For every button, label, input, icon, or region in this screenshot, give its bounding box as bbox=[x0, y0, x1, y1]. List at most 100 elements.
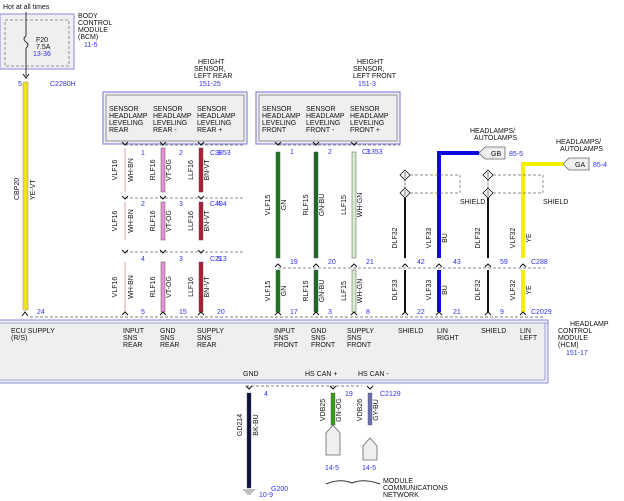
pin-number: 4 bbox=[141, 256, 145, 263]
wire-color-code: VT-OG bbox=[166, 276, 173, 298]
wire-color-code: GN-BU bbox=[319, 194, 326, 217]
wire-color-code: BU bbox=[442, 285, 449, 295]
wire-circuit: DLF32 bbox=[392, 227, 399, 248]
connector-id: C494 bbox=[210, 201, 227, 208]
wire-color-code: VT-OG bbox=[166, 159, 173, 181]
pin-number: 19 bbox=[345, 391, 353, 398]
sensor-title-1: HEIGHT bbox=[357, 59, 384, 66]
wire-circuit: RLF15 bbox=[303, 280, 310, 301]
sensor-pin-label: HEADLAMP bbox=[109, 113, 148, 120]
connector-label: GA bbox=[575, 162, 585, 169]
pin-number: 1 bbox=[290, 149, 294, 156]
wire-color-code: GN-OG bbox=[336, 398, 343, 422]
terminal-arrow-icon bbox=[197, 141, 205, 146]
terminal-arrow-icon bbox=[121, 195, 129, 200]
wire-color-code: BN-VT bbox=[204, 210, 211, 232]
pin-number: 17 bbox=[290, 309, 298, 316]
sensor-pin-label: LEVELING bbox=[197, 120, 231, 127]
terminal-arrow-icon bbox=[274, 311, 282, 316]
terminal-arrow-icon bbox=[274, 263, 282, 268]
sensor-pin-label: SENSOR bbox=[306, 106, 336, 113]
network-label: NETWORK bbox=[383, 492, 419, 499]
terminal-arrow-icon bbox=[519, 263, 527, 268]
hcm-pin-label: SNS bbox=[160, 335, 175, 342]
wire-circuit: VLF15 bbox=[265, 195, 272, 216]
wire-color-code: GN bbox=[281, 286, 288, 297]
wire-segment bbox=[124, 148, 126, 192]
wire-circuit: VLF32 bbox=[510, 280, 517, 301]
wire-circuit: VLF16 bbox=[112, 277, 119, 298]
terminal-arrow-icon bbox=[22, 73, 30, 79]
connector-id: C2029 bbox=[531, 309, 552, 316]
hcm-title-1: HEADLAMP bbox=[570, 321, 609, 328]
wire-circuit: LLF15 bbox=[341, 195, 348, 215]
pin-number: 4 bbox=[264, 391, 268, 398]
hcm-pin-label: INPUT bbox=[274, 328, 296, 335]
sensor-title-1: HEIGHT bbox=[198, 59, 225, 66]
wire-color-code: VT-OG bbox=[166, 210, 173, 232]
pin-number: 59 bbox=[500, 259, 508, 266]
wire-color-code: YE bbox=[526, 285, 533, 295]
terminal-arrow-icon bbox=[350, 311, 358, 316]
ground-wire bbox=[246, 392, 252, 489]
lin-wire bbox=[437, 151, 479, 258]
wire-segment bbox=[198, 261, 204, 313]
wire-circuit: LLF16 bbox=[188, 211, 195, 231]
lin-wire bbox=[437, 270, 441, 312]
pin-number: 42 bbox=[417, 259, 425, 266]
bcm-pin: 5 bbox=[18, 81, 22, 88]
sensor-pin-label: HEADLAMP bbox=[153, 113, 192, 120]
terminal-arrow-icon bbox=[312, 141, 320, 146]
pin-number: 15 bbox=[179, 309, 187, 316]
connector-id: C2129 bbox=[380, 391, 401, 398]
wire-circuit: RLF16 bbox=[150, 210, 157, 231]
wire-circuit: RLF16 bbox=[150, 276, 157, 297]
wire-color-code: WH-GN bbox=[357, 279, 364, 304]
hcm-pin-label: HS CAN - bbox=[358, 371, 389, 378]
fuse-ref: 13-36 bbox=[33, 51, 51, 58]
wire-circuit: RLF15 bbox=[303, 194, 310, 215]
hcm-pin-label: INPUT bbox=[123, 328, 145, 335]
terminal-arrow-icon bbox=[121, 249, 129, 254]
can-minus-wire bbox=[367, 392, 373, 426]
brace-icon bbox=[325, 480, 381, 485]
hcm-pin-label: (R/S) bbox=[11, 335, 27, 342]
hcm-pin-label: FRONT bbox=[274, 342, 299, 349]
network-connector-icon bbox=[325, 424, 341, 456]
hcm-pin-label: HS CAN + bbox=[305, 371, 337, 378]
hcm-pin: 24 bbox=[37, 309, 45, 316]
bcm-connector: C2280H bbox=[50, 81, 76, 88]
wire-circuit: LLF16 bbox=[188, 277, 195, 297]
terminal-arrow-icon bbox=[312, 263, 320, 268]
pin-number: 8 bbox=[366, 309, 370, 316]
wire-color-code: WH-BN bbox=[128, 209, 135, 233]
pin-number: 3 bbox=[366, 149, 370, 156]
connector-ref: 85-4 bbox=[593, 162, 607, 169]
wire-circuit: LLF16 bbox=[188, 160, 195, 180]
network-ref: 14-5 bbox=[362, 465, 376, 472]
pin-number: 3 bbox=[328, 309, 332, 316]
power-note: Hot at all times bbox=[3, 4, 50, 11]
sensor-title-2: SENSOR, bbox=[194, 66, 226, 73]
hcm-pin-label: REAR bbox=[197, 342, 216, 349]
shield-label: SHIELD bbox=[460, 199, 485, 206]
hcm-pin-label: SUPPLY bbox=[197, 328, 224, 335]
sensor-pin-label: LEVELING bbox=[350, 120, 384, 127]
sensor-pin-label: LEVELING bbox=[306, 120, 340, 127]
shield-label: SHIELD bbox=[543, 199, 568, 206]
wire-circuit: LLF15 bbox=[341, 281, 348, 301]
terminal-arrow-icon bbox=[159, 141, 167, 146]
wire-segment bbox=[160, 147, 166, 193]
sensor-pin-label: HEADLAMP bbox=[306, 113, 345, 120]
left-rear-sensor: HEIGHT SENSOR, LEFT REAR 151-25 bbox=[102, 59, 248, 145]
hcm-pin-label: SNS bbox=[123, 335, 138, 342]
terminal-arrow-icon bbox=[274, 141, 282, 146]
hcm-pin-label: FRONT bbox=[311, 342, 336, 349]
network-label: MODULE bbox=[383, 478, 413, 485]
wire-circuit: VLF15 bbox=[265, 281, 272, 302]
hcm-pin-label: SNS bbox=[274, 335, 289, 342]
terminal-arrow-icon bbox=[159, 195, 167, 200]
terminal-arrow-icon bbox=[197, 249, 205, 254]
wire-circuit: DLF32 bbox=[475, 227, 482, 248]
wire-color-code: BN-VT bbox=[204, 276, 211, 298]
